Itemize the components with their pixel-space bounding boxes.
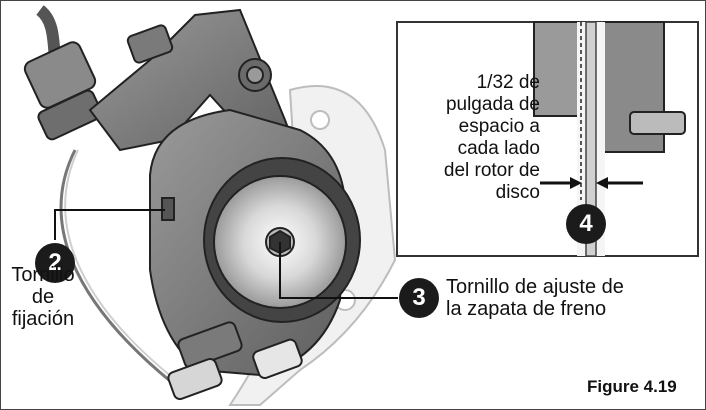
callout-3-label: Tornillo de ajuste de la zapata de freno <box>446 276 666 320</box>
inset-line-4: cada lado <box>457 138 540 159</box>
callout-3-badge: 3 <box>399 278 439 318</box>
callout-2-label: Tornillo de fijación <box>8 264 78 330</box>
callout-4-badge: 4 <box>566 204 606 244</box>
inset-line-6: disco <box>495 182 540 203</box>
callout-2-line-1: Tornillo <box>11 264 75 286</box>
inset-line-3: espacio a <box>458 116 540 137</box>
inset-detail <box>396 21 699 257</box>
callout-2-badge: 2 <box>35 243 75 283</box>
leader-lines <box>54 209 398 299</box>
inset-caption: 1/32 de pulgada de espacio a cada lado d… <box>410 72 540 204</box>
callout-2-line-2: de fijación <box>11 286 75 330</box>
inset-line-1: 1/32 de <box>476 72 540 93</box>
inset-line-2: pulgada de <box>445 94 540 115</box>
cable-adjuster <box>23 41 103 141</box>
inset-line-5: del rotor de <box>443 160 540 181</box>
mount-bolts <box>167 321 303 401</box>
callout-3-line-1: Tornillo de ajuste de <box>446 276 624 298</box>
figure-label: Figure 4.19 <box>587 377 677 396</box>
callout-3-line-2: la zapata de freno <box>446 298 607 320</box>
